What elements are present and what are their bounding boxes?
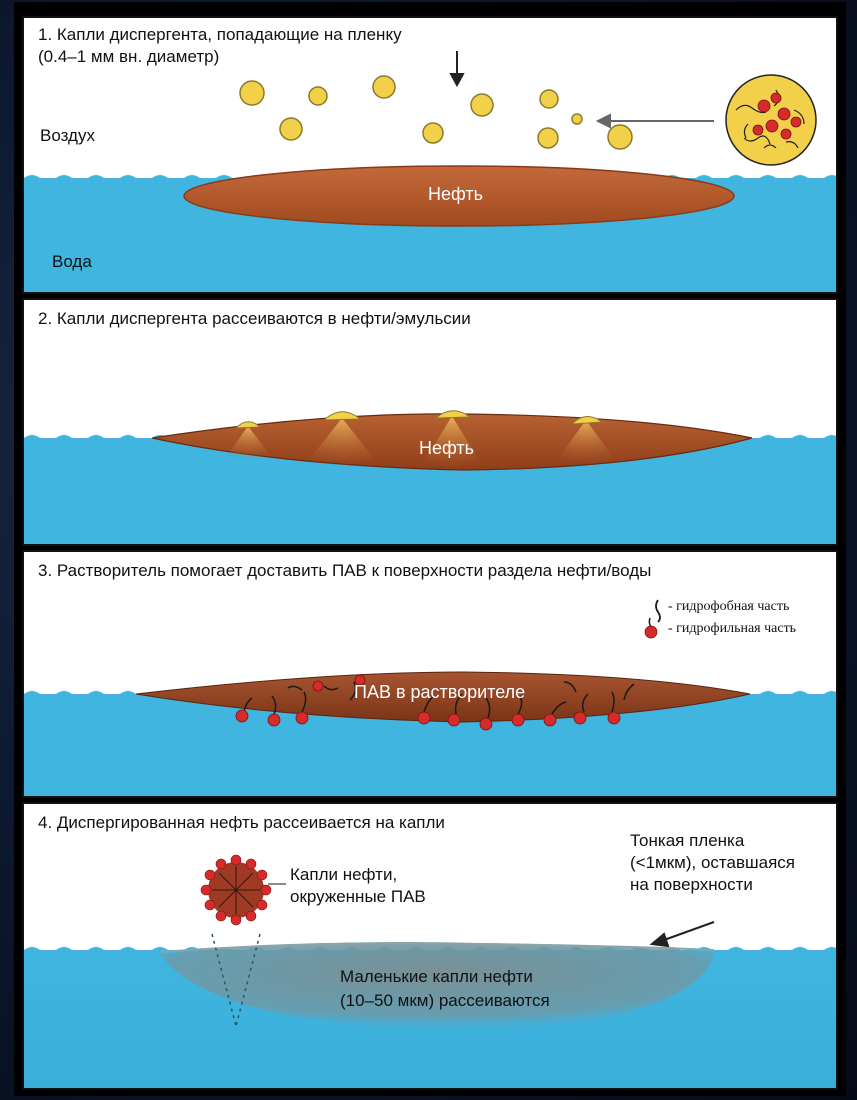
droplet (538, 128, 558, 148)
panel-1-caption-line2: (0.4–1 мм вн. диаметр) (38, 46, 219, 67)
droplet (309, 87, 327, 105)
surfactant-molecule (268, 714, 280, 726)
hydrophilic-legend-icon (645, 618, 657, 638)
droplet (280, 118, 302, 140)
surfactant-molecule (236, 710, 248, 722)
panel-2-illustration (24, 300, 838, 546)
droplet (240, 81, 264, 105)
zoomed-dispersant-droplet (726, 75, 816, 165)
surfactant-molecule (480, 718, 492, 730)
oil-droplet-with-surfactant (201, 855, 271, 925)
panel-4-caption: 4. Диспергированная нефть рассеивается н… (38, 812, 445, 833)
panel-2: 2. Капли диспергента рассеиваются в нефт… (22, 298, 838, 546)
droplet (540, 90, 558, 108)
panel-1: 1. Капли диспергента, попадающие на плен… (22, 16, 838, 294)
droplet-label-line1: Капли нефти, (290, 864, 397, 885)
surfactant-molecule (418, 712, 430, 724)
panel-3-illustration (24, 552, 838, 798)
surfactant-molecule (296, 712, 308, 724)
arrow-icon (652, 922, 714, 946)
droplet (608, 125, 632, 149)
film-label-line2: (<1мкм), оставшаяся (630, 852, 795, 873)
surfactant-molecule (448, 714, 460, 726)
oil-label: Нефть (419, 438, 474, 459)
oil-label: Нефть (428, 184, 483, 205)
surfactant-molecule (313, 681, 323, 691)
surfactant-molecule (544, 714, 556, 726)
water-label: Вода (52, 251, 92, 272)
surfactant-molecule (608, 712, 620, 724)
small-drops-label-line2: (10–50 мкм) рассеиваются (340, 990, 550, 1011)
panel-4: 4. Диспергированная нефть рассеивается н… (22, 802, 838, 1090)
droplet-label-line2: окруженные ПАВ (290, 886, 426, 907)
film-label-line1: Тонкая пленка (630, 830, 744, 851)
small-drops-label-line1: Маленькие капли нефти (340, 966, 533, 987)
film-label-line3: на поверхности (630, 874, 753, 895)
legend-hydrophilic-label: - гидрофильная часть (668, 620, 796, 638)
oil-label: ПАВ в растворителе (354, 682, 525, 703)
surfactant-molecule (512, 714, 524, 726)
panel-3-caption: 3. Растворитель помогает доставить ПАВ к… (38, 560, 651, 581)
droplet (373, 76, 395, 98)
air-label: Воздух (40, 125, 95, 146)
arrow-icon (451, 51, 463, 85)
surfactant-molecule (574, 712, 586, 724)
legend-hydrophobic-label: - гидрофобная часть (668, 598, 789, 616)
panel-2-caption: 2. Капли диспергента рассеиваются в нефт… (38, 308, 471, 329)
dispersant-droplets (240, 76, 632, 149)
droplet (572, 114, 582, 124)
panel-1-caption-line1: 1. Капли диспергента, попадающие на плен… (38, 24, 402, 45)
panel-3: 3. Растворитель помогает доставить ПАВ к… (22, 550, 838, 798)
droplet (471, 94, 493, 116)
hydrophobic-legend-icon (656, 600, 660, 622)
droplet (423, 123, 443, 143)
